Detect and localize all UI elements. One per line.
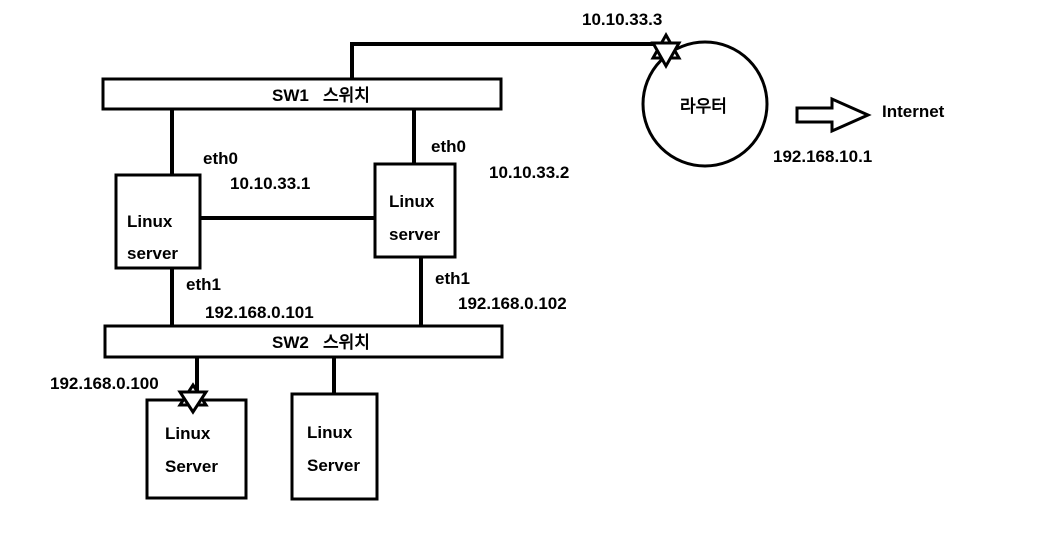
server-b-line1: Linux <box>389 192 435 211</box>
server-c-line1: Linux <box>165 424 211 443</box>
router-label: 라우터 <box>680 97 727 116</box>
connection-lines <box>170 42 662 400</box>
server-a-line1: Linux <box>127 212 173 231</box>
server-b-eth0-ip: 10.10.33.2 <box>489 163 569 182</box>
server-a-line2: server <box>127 244 178 263</box>
server-b-eth1-ip: 192.168.0.102 <box>458 294 567 313</box>
server-d-box <box>290 392 379 501</box>
server-a-eth0-ip: 10.10.33.1 <box>230 174 310 193</box>
server-a-eth1-label: eth1 <box>186 275 221 294</box>
router-port-star-icon <box>650 31 682 70</box>
server-c-box <box>145 398 248 500</box>
sw2-label: SW2 스위치 <box>272 333 370 352</box>
server-c-line2: Server <box>165 457 218 476</box>
sw1-label: SW1 스위치 <box>272 86 370 105</box>
server-b-line2: server <box>389 225 440 244</box>
server-a-box <box>114 173 202 270</box>
sw1-switch <box>101 77 503 111</box>
server-b-eth1-label: eth1 <box>435 269 470 288</box>
server-b-eth0-label: eth0 <box>431 137 466 156</box>
server-a-eth0-label: eth0 <box>203 149 238 168</box>
server-c-port-star-icon <box>177 382 209 415</box>
internet-label: Internet <box>882 102 945 121</box>
router-outside-ip: 10.10.33.3 <box>582 10 662 29</box>
link-sw1-router <box>350 42 662 80</box>
server-d-line2: Server <box>307 456 360 475</box>
router-circle <box>641 40 769 168</box>
server-c-ip: 192.168.0.100 <box>50 374 159 393</box>
server-b-box <box>373 162 457 259</box>
server-d-line1: Linux <box>307 423 353 442</box>
internet-arrow-icon <box>795 96 872 134</box>
server-a-eth1-ip: 192.168.0.101 <box>205 303 314 322</box>
sw2-switch <box>103 324 504 359</box>
router-inside-ip: 192.168.10.1 <box>773 147 872 166</box>
